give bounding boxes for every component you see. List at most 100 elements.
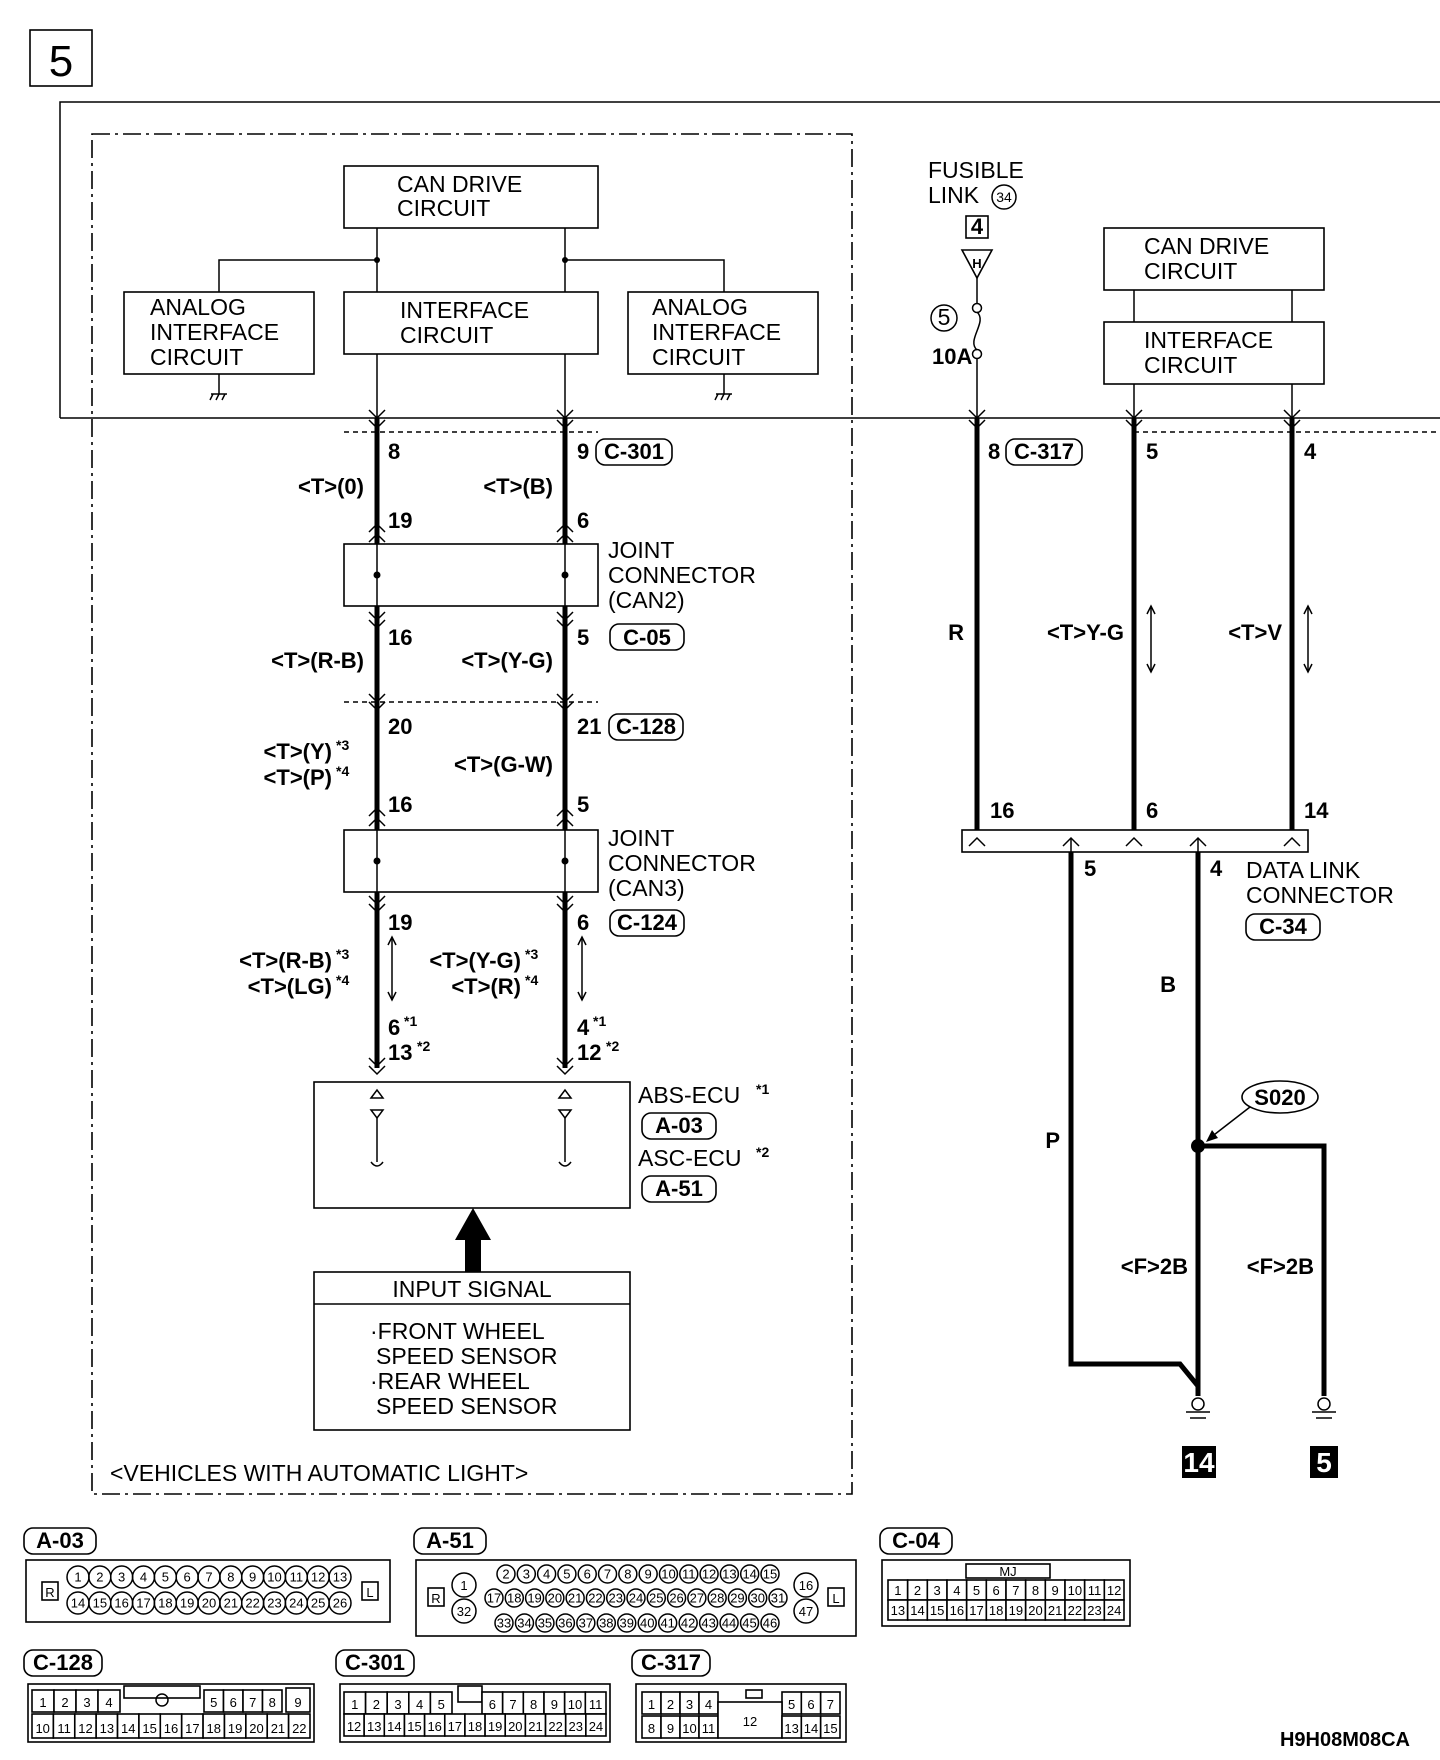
conn-a51-top-pin-6 — [577, 1564, 597, 1584]
conn-a51-pin-47 — [793, 1598, 819, 1624]
conn-a03-bottom-pin-label-24: 24 — [289, 1596, 303, 1611]
can-drive-left-line1: CAN DRIVE — [397, 171, 522, 197]
conn-c317-label: C-317 — [1014, 439, 1074, 464]
conn-a51-mid-pin-24 — [626, 1588, 646, 1608]
interface-right-line2: CIRCUIT — [1144, 352, 1237, 378]
conn-a51-badge — [641, 1175, 717, 1203]
chassis-ground-left — [209, 374, 227, 401]
conn-a51-bottom-pin-39 — [617, 1613, 637, 1633]
wire-tp: <T>(P) — [264, 765, 332, 790]
wire-tyg-right: <T>Y-G — [1047, 620, 1124, 645]
conn-c317-bottom-b-cell-label-13: 13 — [784, 1721, 798, 1736]
conn-c317-bottom-a-cell-label-10: 10 — [682, 1721, 696, 1736]
conn-c128-top-a-cell-label-1: 1 — [39, 1695, 46, 1710]
fuse-h-marker — [960, 249, 994, 280]
conn-a51-top-pin-2 — [496, 1564, 516, 1584]
conn-a51-top-pin-3 — [516, 1564, 537, 1584]
conn-a51-top-pin-15 — [760, 1564, 780, 1584]
pin-5a: 5 — [577, 625, 589, 650]
interface-left-line2: CIRCUIT — [400, 322, 493, 348]
conn-a51-bottom-pin-34 — [514, 1613, 535, 1633]
can-drive-left-line2: CIRCUIT — [397, 195, 490, 221]
analog-left-line1: ANALOG — [150, 294, 246, 320]
wire-ty: <T>(Y) — [264, 739, 332, 764]
conn-c317-cell-12 — [717, 1701, 783, 1739]
conn-c301-top-b-cell-label-11: 11 — [589, 1697, 603, 1712]
conn-a03-top-pin-label-12: 12 — [311, 1570, 325, 1585]
conn-a51-mid-pin-label-25: 25 — [649, 1591, 663, 1606]
conn-c04-bottom-cell-label-20: 20 — [1028, 1603, 1042, 1618]
conn-c301-bottom-cell-label-23: 23 — [569, 1719, 583, 1734]
conn-a51-pin-16 — [793, 1572, 819, 1598]
conn-a03-l-marker — [361, 1581, 379, 1601]
conn-a51-top-pin-8 — [618, 1564, 638, 1584]
conn-a51-bottom-pin-label-37: 37 — [579, 1616, 593, 1631]
pin-5b: 5 — [577, 792, 589, 817]
conn-a51-bottom-pin-label-36: 36 — [558, 1616, 572, 1631]
conn-c317-top-b-cell-label-5: 5 — [788, 1697, 795, 1712]
wire-tlg-note: *4 — [336, 972, 349, 988]
conn-c301-bottom-cell-24 — [585, 1713, 607, 1737]
analog-interface-right — [627, 291, 819, 375]
conn-a03-top-pin-label-5: 5 — [162, 1570, 169, 1585]
conn-c317-bottom-a-cell-label-9: 9 — [667, 1721, 674, 1736]
fuse-location-label: 4 — [971, 214, 984, 239]
conn-c301-bottom-cell-label-17: 17 — [448, 1719, 462, 1734]
wire-f2b-a: <F>2B — [1121, 1254, 1188, 1279]
data-link-connector-bar — [961, 829, 1309, 853]
wire-tgw: <T>(G-W) — [454, 752, 553, 777]
conn-c128-bottom-cell-label-15: 15 — [142, 1721, 156, 1736]
pin-12-note: *2 — [606, 1038, 619, 1054]
interface-left-line1: INTERFACE — [400, 297, 529, 323]
chassis-ground-right — [714, 374, 732, 401]
conn-c124-badge — [609, 909, 685, 937]
can-drive-circuit-left — [343, 165, 599, 229]
conn-c128-bottom-cell-label-13: 13 — [100, 1721, 114, 1736]
conn-a51-title: A-51 — [426, 1528, 474, 1553]
bidirectional-arrow-right — [577, 935, 587, 1002]
conn-a51-top-pin-label-14: 14 — [742, 1567, 756, 1582]
conn-c301-top-b-cell-label-10: 10 — [568, 1697, 582, 1712]
conn-a03-top-pin-label-2: 2 — [96, 1570, 103, 1585]
conn-a03-bottom-pin-label-15: 15 — [93, 1596, 107, 1611]
conn-c128-top-b-cell-label-6: 6 — [230, 1695, 237, 1710]
data-link-line2: CONNECTOR — [1246, 882, 1394, 908]
joint-can2-line1: JOINT — [608, 537, 674, 563]
pin-19a: 19 — [388, 508, 412, 533]
input-item-4: SPEED SENSOR — [376, 1393, 558, 1419]
conn-c317-top-a-cell-label-2: 2 — [667, 1697, 674, 1712]
ground-wires — [1068, 852, 1327, 1396]
wire-tyg: <T>(Y-G) — [461, 648, 553, 673]
fuse-amperage: 10A — [932, 344, 972, 369]
conn-a03-top-pin-label-7: 7 — [205, 1570, 212, 1585]
conn-c317-top-b-cell-7 — [819, 1691, 841, 1715]
conn-c128-bottom-cell-label-17: 17 — [185, 1721, 199, 1736]
pin-13: 13 — [388, 1040, 412, 1065]
conn-c301-bottom-cell-label-15: 15 — [407, 1719, 421, 1734]
conn-a51-mid-pin-25 — [646, 1588, 667, 1608]
conn-a51-mid-pin-21 — [565, 1588, 585, 1608]
asc-ecu-note: *2 — [756, 1144, 769, 1160]
conn-a51-mid-pin-label-23: 23 — [608, 1591, 622, 1606]
conn-c301-bottom-cell-label-18: 18 — [468, 1719, 482, 1734]
conn-c04-top-cell-label-7: 7 — [1012, 1583, 1019, 1598]
conn-c301-lock — [457, 1685, 483, 1703]
conn-a51-bottom-pin-46 — [760, 1613, 780, 1633]
conn-c301-label: C-301 — [604, 439, 664, 464]
conn-c317-bottom-a-cell-label-8: 8 — [648, 1721, 655, 1736]
connector-chevrons-left — [368, 409, 574, 1076]
conn-a51-top-pin-label-6: 6 — [584, 1567, 591, 1582]
conn-c04-top-cell-label-2: 2 — [914, 1583, 921, 1598]
conn-a51-bottom-pin-label-44: 44 — [722, 1616, 736, 1631]
conn-a51-top-pin-10 — [658, 1564, 679, 1584]
conn-a51-top-pin-label-15: 15 — [763, 1567, 777, 1582]
conn-a51-mid-pin-label-21: 21 — [568, 1591, 582, 1606]
conn-a51-mid-pin-label-30: 30 — [750, 1591, 764, 1606]
conn-a51-bottom-pin-label-46: 46 — [763, 1616, 777, 1631]
pin-8-right: 8 — [988, 439, 1000, 464]
conn-a03-top-pin-label-3: 3 — [118, 1570, 125, 1585]
conn-a51-bottom-pin-40 — [637, 1613, 657, 1633]
pin-21: 21 — [577, 714, 601, 739]
fuse-number: 5 — [938, 304, 951, 330]
conn-a51-top-pin-12 — [699, 1564, 719, 1584]
